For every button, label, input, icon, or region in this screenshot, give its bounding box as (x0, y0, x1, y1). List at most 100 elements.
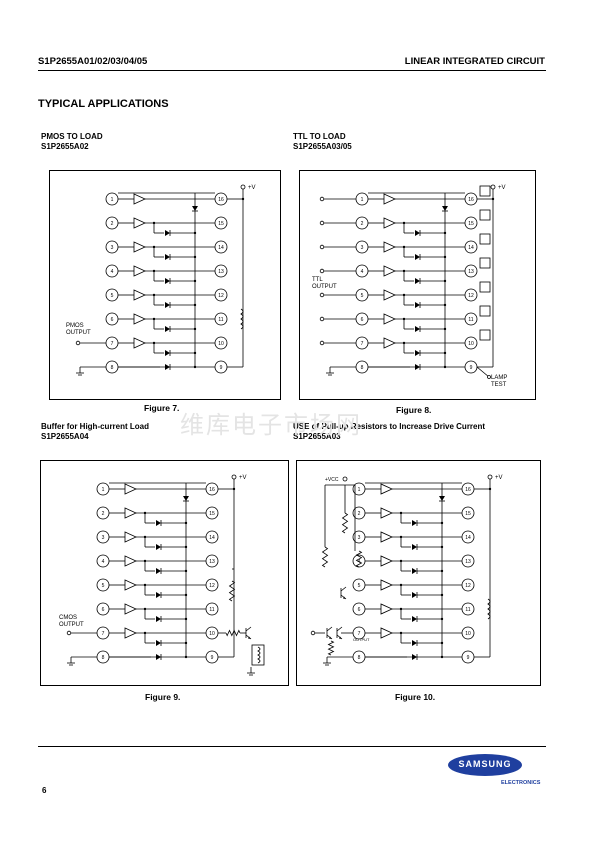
buffer-icon (380, 603, 393, 615)
watermark: 维库电子市场网 (180, 411, 362, 439)
ic-pin-number: 9 (470, 365, 473, 371)
supply-label: +V (495, 475, 503, 481)
resistor-icon (321, 546, 329, 568)
ic-pin-number: 2 (361, 221, 364, 227)
ic-pin-number: 8 (358, 655, 361, 661)
ic-pin-number: 13 (218, 269, 224, 275)
buffer-icon (133, 289, 146, 301)
part-number-header: S1P2655A01/02/03/04/05 (38, 56, 148, 67)
diode-icon (165, 278, 170, 284)
ic-pin-number: 16 (209, 487, 215, 493)
diode-icon (165, 326, 170, 332)
input-label: OUTPUT (312, 284, 337, 290)
ic-pin-number: 11 (209, 607, 214, 613)
ic-pin-number: 11 (468, 317, 473, 323)
ic-pin-number: 15 (209, 511, 215, 517)
transistor-collector (245, 626, 252, 632)
vcc-label: +VCC (325, 477, 339, 483)
buffer-icon (383, 193, 396, 205)
ic-pin-number: 10 (465, 631, 471, 637)
footer-rule (38, 746, 546, 747)
diode-icon (415, 302, 420, 308)
diode-icon (439, 496, 445, 501)
ic-pin-number: 1 (361, 197, 364, 203)
ic-pin-number: 15 (465, 511, 471, 517)
diode-icon (156, 654, 161, 660)
ic-pin-number: 13 (468, 269, 474, 275)
ic-pin-number: 2 (102, 511, 105, 517)
input-terminal (319, 268, 325, 274)
resistor-icon (327, 640, 335, 656)
lamp-icon (479, 329, 491, 341)
input-label: OUTPUT (59, 622, 84, 628)
diode-icon (415, 230, 420, 236)
input-label: TTL (312, 277, 323, 283)
lamp-icon (479, 185, 491, 197)
ic-pin-number: 5 (361, 293, 364, 299)
ic-pin-number: 5 (358, 583, 361, 589)
ic-pin-number: 1 (358, 487, 361, 493)
diode-icon (165, 302, 170, 308)
figure-10-heading: USE of Pull-up Resistors to Increase Dri… (293, 422, 485, 442)
input-terminal (319, 292, 325, 298)
buffer-icon (383, 313, 396, 325)
diode-icon (192, 206, 198, 211)
input-terminal (319, 340, 325, 346)
transistor-collector (340, 586, 347, 592)
ic-pin-number: 4 (111, 269, 114, 275)
input-terminal (319, 220, 325, 226)
supply-terminal (490, 184, 496, 190)
ic-pin-number: 10 (209, 631, 215, 637)
transistor-arrow-icon (329, 636, 332, 639)
junction-dot (440, 655, 444, 659)
diode-icon (415, 278, 420, 284)
lamp-icon (479, 305, 491, 317)
figure-7-title: PMOS TO LOAD (41, 132, 103, 141)
diode-icon (156, 616, 161, 622)
relay-coil-icon (257, 646, 261, 664)
junction-dot (491, 197, 495, 201)
ic-pin-number: 2 (111, 221, 114, 227)
transistor-arrow-icon (248, 636, 251, 639)
input-terminal (310, 630, 316, 636)
figure-9-title: Buffer for High-current Load (41, 422, 149, 431)
diode-icon (412, 640, 417, 646)
figure-9-part: S1P2655A04 (41, 432, 89, 441)
diode-icon (412, 654, 417, 660)
buffer-icon (380, 555, 393, 567)
input-terminal (66, 630, 72, 636)
figure-8-heading: TTL TO LOAD S1P2655A03/05 (293, 132, 352, 152)
input-label: PMOS (66, 323, 84, 329)
junction-dot (488, 487, 492, 491)
buffer-icon (124, 627, 137, 639)
lamp-icon (479, 281, 491, 293)
supply-label: +V (248, 185, 256, 191)
input-terminal (319, 316, 325, 322)
ic-pin-number: 1 (111, 197, 114, 203)
buffer-icon (383, 265, 396, 277)
ic-pin-number: 11 (218, 317, 223, 323)
diode-icon (415, 350, 420, 356)
diode-icon (156, 592, 161, 598)
ic-pin-number: 2 (358, 511, 361, 517)
ic-pin-number: 4 (102, 559, 105, 565)
supply-label: +V (498, 185, 506, 191)
buffer-icon (380, 507, 393, 519)
input-label: OUTPUT (66, 330, 91, 336)
ic-pin-number: 1 (102, 487, 105, 493)
ic-pin-number: 12 (218, 293, 224, 299)
resistor-icon (225, 629, 241, 637)
resistor-icon (228, 580, 236, 602)
samsung-electronics-text: ELECTRONICS (501, 780, 541, 786)
figure-10-part: S1P2655A03 (293, 432, 341, 441)
ic-pin-number: 7 (358, 631, 361, 637)
ic-pin-number: 5 (102, 583, 105, 589)
buffer-icon (380, 579, 393, 591)
buffer-icon (124, 531, 137, 543)
diode-icon (165, 230, 170, 236)
supply-terminal (231, 474, 237, 480)
diode-icon (412, 568, 417, 574)
input-terminal (75, 340, 81, 346)
diode-icon (156, 544, 161, 550)
